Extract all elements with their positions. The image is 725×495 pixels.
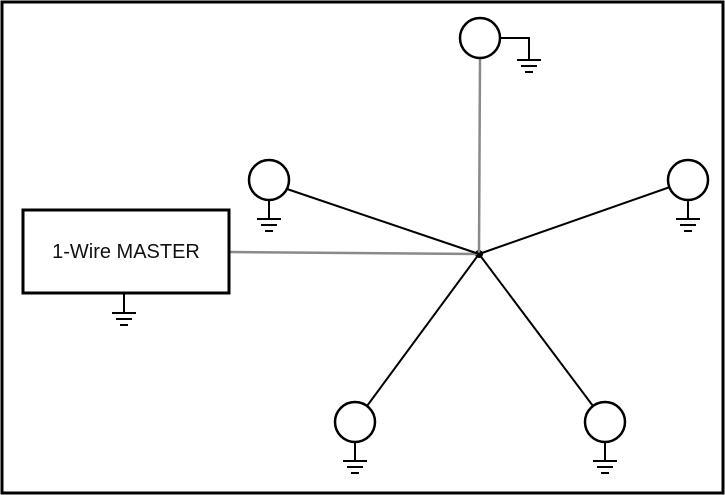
slave-device-bottom-left <box>333 253 480 474</box>
master-device: 1-Wire MASTER <box>21 208 480 326</box>
branch-wire-right <box>478 186 671 255</box>
slave-node-right <box>666 158 710 202</box>
slave-device-top <box>458 16 541 255</box>
branch-wire-upper-left <box>286 188 480 255</box>
slave-ground-icon-upper-left <box>257 200 281 232</box>
slave-node-bottom-left <box>333 400 377 444</box>
branch-wire-bottom-left <box>366 253 480 407</box>
branch-wire-top <box>477 57 482 255</box>
slave-ground-icon-top <box>500 37 541 73</box>
slave-ground-icon-bottom-right <box>593 442 617 474</box>
slave-device-upper-left <box>247 158 480 255</box>
master-box <box>21 208 231 295</box>
master-bus-wire <box>228 250 480 256</box>
slave-ground-icon-bottom-left <box>343 442 367 474</box>
branch-wire-bottom-right <box>478 253 594 407</box>
master-label: 1-Wire MASTER <box>52 241 200 263</box>
slave-ground-icon-right <box>676 200 700 232</box>
master-ground-icon <box>112 293 136 326</box>
slave-node-upper-left <box>247 158 291 202</box>
slave-device-right <box>478 158 710 255</box>
slave-node-bottom-right <box>583 400 627 444</box>
slave-node-top <box>458 16 502 60</box>
slave-device-bottom-right <box>478 253 627 474</box>
